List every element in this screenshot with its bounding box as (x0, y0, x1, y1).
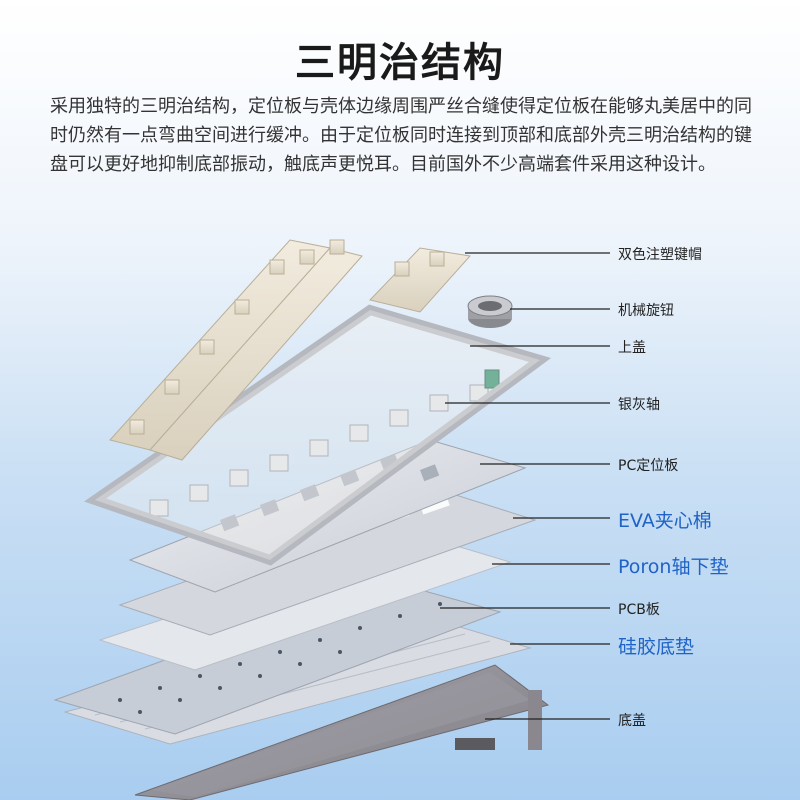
label-bottom-case: 底盖 (618, 710, 646, 730)
label-top-case: 上盖 (618, 337, 646, 357)
label-keycaps: 双色注塑键帽 (618, 244, 702, 264)
label-pcb: PCB板 (618, 599, 660, 619)
label-knob: 机械旋钮 (618, 300, 674, 320)
label-switch: 银灰轴 (618, 394, 660, 414)
label-pc-plate: PC定位板 (618, 455, 678, 475)
knob-icon (468, 296, 512, 328)
label-eva-foam: EVA夹心棉 (618, 506, 712, 533)
label-poron-pad: Poron轴下垫 (618, 552, 728, 579)
label-silicone-pad: 硅胶底垫 (618, 632, 694, 659)
